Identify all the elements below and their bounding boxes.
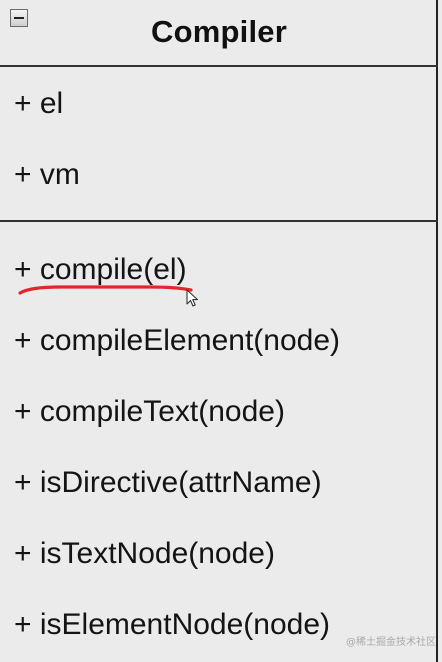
method-is-text-node: + isTextNode(node) [14, 537, 275, 570]
minus-glyph [14, 17, 24, 19]
methods-compartment: + compile(el) + compileElement(node) + c… [0, 222, 438, 662]
method-is-directive: + isDirective(attrName) [14, 466, 322, 499]
collapse-minus-icon[interactable] [10, 9, 28, 27]
attribute-el: + el [14, 87, 64, 120]
class-name: Compiler [151, 14, 287, 49]
method-is-element-node: + isElementNode(node) [14, 608, 331, 641]
watermark: @稀土掘金技术社区 [346, 637, 436, 648]
attribute-vm: + vm [14, 158, 80, 191]
method-compile-text: + compileText(node) [14, 395, 285, 428]
class-header: Compiler [0, 0, 438, 67]
method-compile-element: + compileElement(node) [14, 324, 341, 357]
mouse-cursor-icon [186, 289, 199, 307]
method-compile: + compile(el) [14, 253, 187, 286]
attributes-compartment: + el + vm [0, 67, 438, 222]
